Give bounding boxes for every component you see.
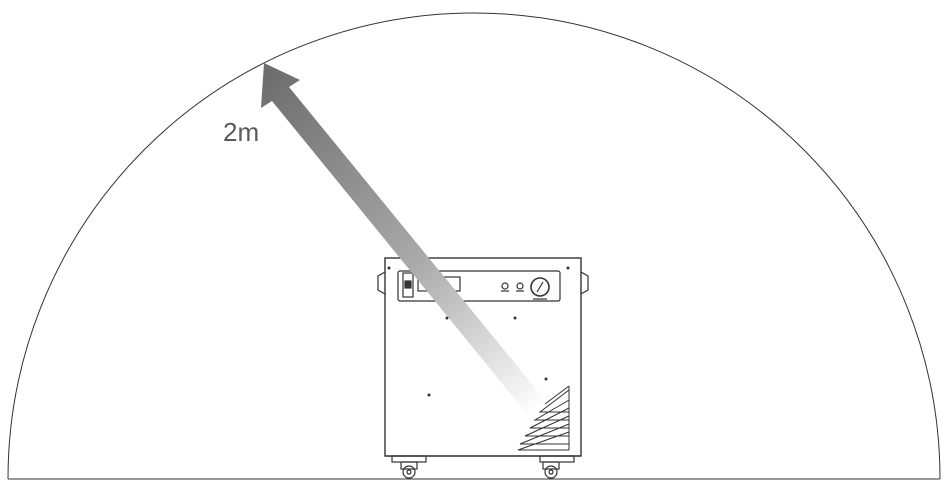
coverage-semicircle xyxy=(7,12,941,480)
pressure-gauge-icon xyxy=(530,277,550,300)
right-handle xyxy=(580,271,589,295)
left-caster xyxy=(400,461,418,479)
machine-unit xyxy=(377,257,589,479)
connector-icon-2 xyxy=(516,282,524,292)
range-label: 2m xyxy=(223,117,259,147)
vent-slats xyxy=(517,385,570,451)
right-caster xyxy=(542,461,560,479)
range-arrow xyxy=(261,63,545,414)
connector-icon-1 xyxy=(501,282,509,292)
power-switch-icon xyxy=(402,272,414,298)
control-panel xyxy=(397,270,561,302)
left-handle xyxy=(377,271,386,295)
